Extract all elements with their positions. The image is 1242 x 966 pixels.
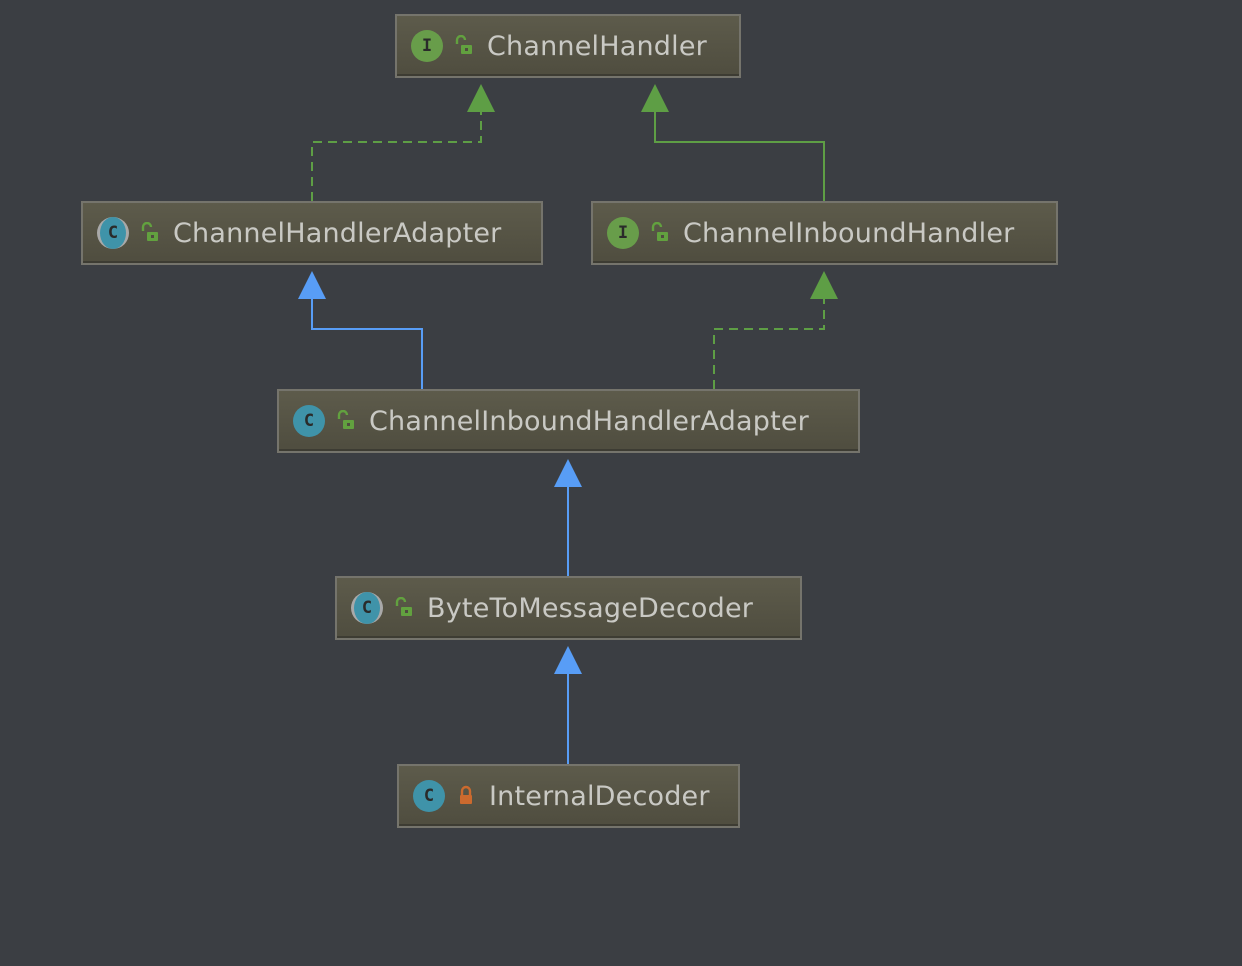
public-unlocked-icon [141, 222, 158, 241]
node-label: ChannelHandlerAdapter [173, 217, 502, 249]
node-label: InternalDecoder [489, 780, 710, 812]
node-channel-handler[interactable]: I ChannelHandler [395, 14, 741, 78]
node-label: ChannelInboundHandler [683, 217, 1015, 249]
inheritance-arrowhead [298, 271, 326, 299]
inheritance-arrowhead [554, 459, 582, 487]
public-unlocked-icon [395, 597, 412, 616]
public-unlocked-icon [651, 222, 668, 241]
edge-line [311, 297, 423, 389]
node-channel-inbound-handler[interactable]: I ChannelInboundHandler [591, 201, 1058, 265]
node-label: ByteToMessageDecoder [427, 592, 754, 624]
inheritance-arrowhead [641, 84, 669, 112]
node-channel-handler-adapter[interactable]: C ChannelHandlerAdapter [81, 201, 543, 265]
interface-kind-icon: I [607, 217, 639, 249]
private-lock-icon [460, 785, 472, 804]
node-internal-decoder[interactable]: C InternalDecoder [397, 764, 740, 828]
edge-channel-inbound-handler-to-channel-handler [641, 84, 825, 201]
interface-kind-icon: I [411, 30, 443, 62]
edge-line [654, 110, 825, 201]
node-label: ChannelInboundHandlerAdapter [369, 405, 809, 437]
public-unlocked-icon [455, 35, 472, 54]
class-kind-icon: C [413, 780, 445, 812]
inheritance-arrowhead [810, 271, 838, 299]
edge-line [713, 297, 825, 389]
edge-channel-inbound-handler-adapter-to-channel-handler-adapter [298, 271, 423, 389]
node-channel-inbound-handler-adapter[interactable]: C ChannelInboundHandlerAdapter [277, 389, 860, 453]
edge-byte-to-message-decoder-to-channel-inbound-handler-adapter [554, 459, 582, 576]
inheritance-arrowhead [467, 84, 495, 112]
public-unlocked-icon [337, 410, 354, 429]
edge-channel-inbound-handler-adapter-to-channel-inbound-handler [713, 271, 838, 389]
edge-internal-decoder-to-byte-to-message-decoder [554, 646, 582, 764]
abstract-class-kind-icon: C [351, 592, 383, 624]
node-byte-to-message-decoder[interactable]: C ByteToMessageDecoder [335, 576, 802, 640]
abstract-class-kind-icon: C [97, 217, 129, 249]
node-label: ChannelHandler [487, 30, 707, 62]
class-kind-icon: C [293, 405, 325, 437]
inheritance-arrowhead [554, 646, 582, 674]
edge-line [311, 110, 482, 201]
edge-channel-handler-adapter-to-channel-handler [311, 84, 495, 201]
